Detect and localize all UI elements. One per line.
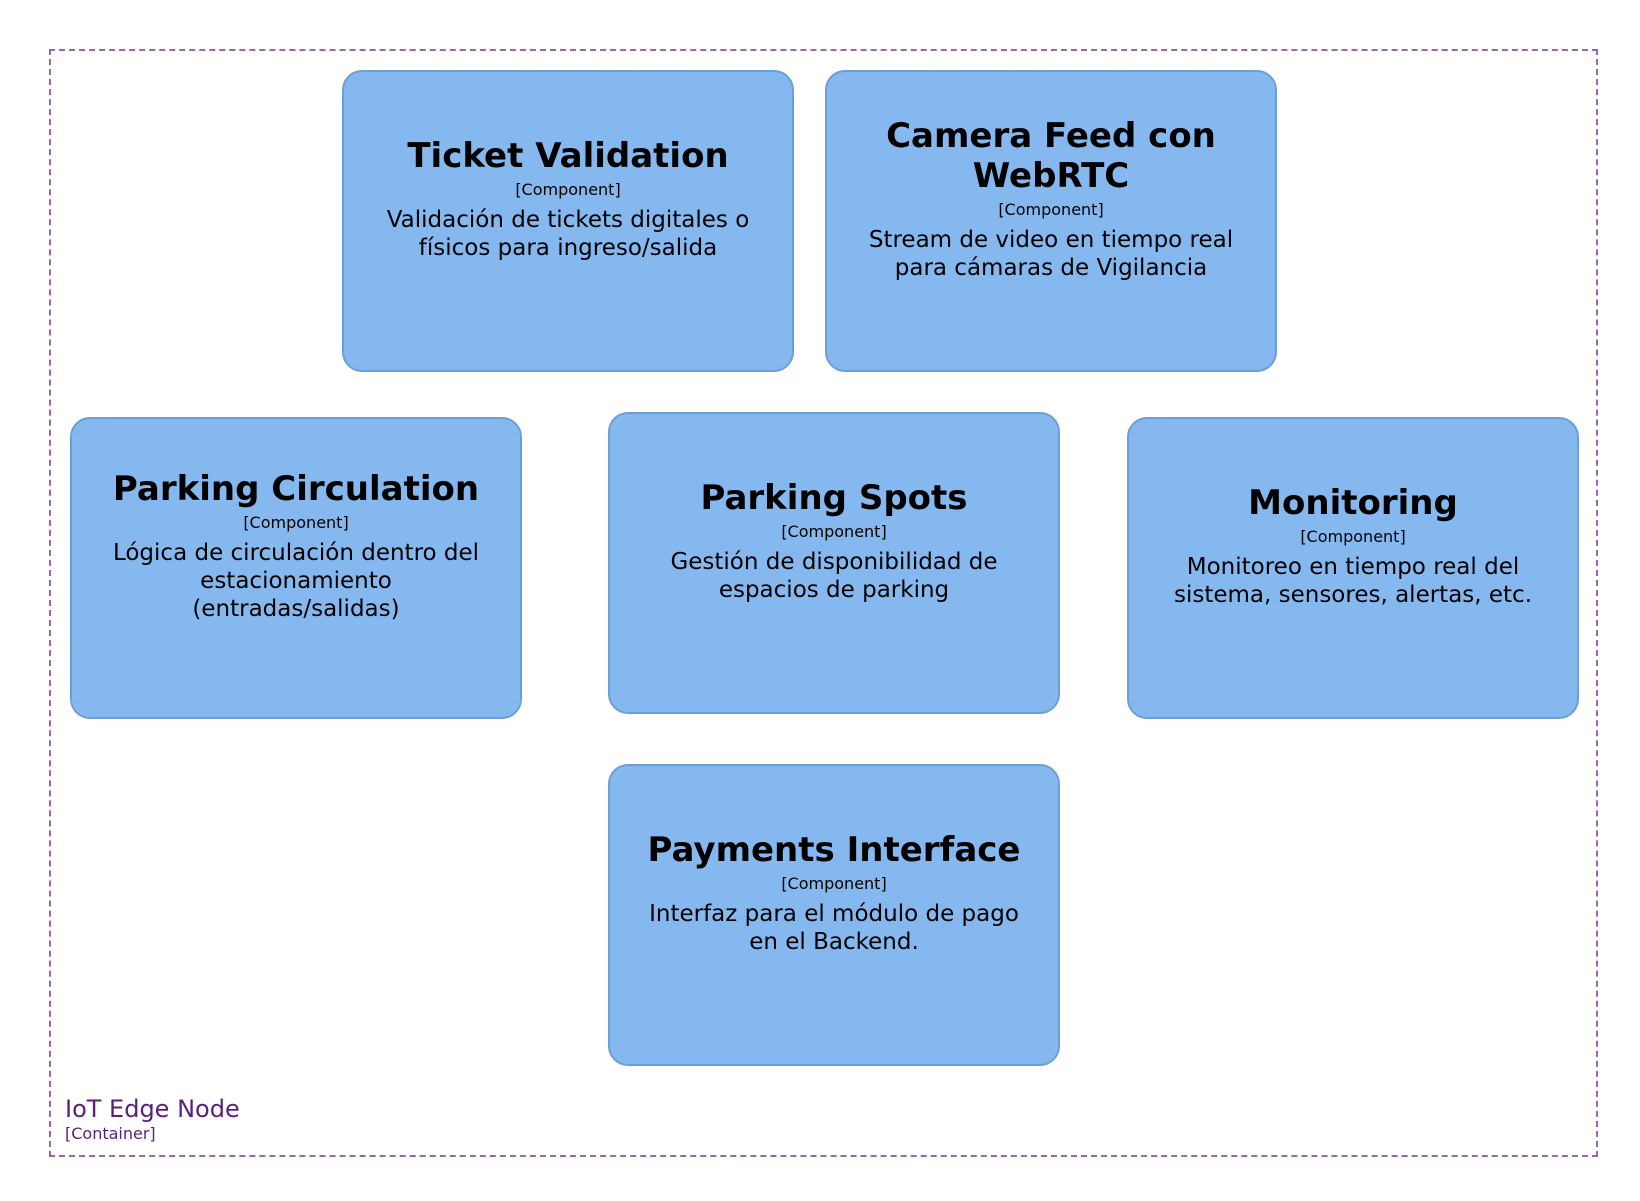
component-description: Validación de tickets digitales o físico… xyxy=(386,207,750,261)
component-title: Payments Interface xyxy=(647,830,1021,870)
component-type: [Component] xyxy=(781,522,887,541)
component-title: Monitoring xyxy=(1248,483,1458,523)
component-description: Stream de video en tiempo real para cáma… xyxy=(868,227,1234,281)
component-type: [Component] xyxy=(1300,527,1406,546)
component-description: Gestión de disponibilidad de espacios de… xyxy=(670,549,998,603)
component-monitoring[interactable]: Monitoring [Component] Monitoreo en tiem… xyxy=(1127,417,1579,719)
container-type: [Container] xyxy=(65,1124,156,1144)
component-payments-interface[interactable]: Payments Interface [Component] Interfaz … xyxy=(608,764,1060,1066)
component-parking-circulation[interactable]: Parking Circulation [Component] Lógica d… xyxy=(70,417,522,719)
component-title: Camera Feed con WebRTC xyxy=(886,116,1216,196)
component-description: Interfaz para el módulo de pago en el Ba… xyxy=(649,901,1019,955)
component-parking-spots[interactable]: Parking Spots [Component] Gestión de dis… xyxy=(608,412,1060,714)
component-description: Lógica de circulación dentro del estacio… xyxy=(112,540,480,622)
component-type: [Component] xyxy=(998,200,1104,219)
component-title: Ticket Validation xyxy=(407,136,729,176)
component-description: Monitoreo en tiempo real del sistema, se… xyxy=(1173,554,1533,608)
container-boundary xyxy=(49,49,1598,1157)
component-ticket-validation[interactable]: Ticket Validation [Component] Validación… xyxy=(342,70,794,372)
container-label: IoT Edge Node [Container] xyxy=(65,1096,240,1143)
component-title: Parking Circulation xyxy=(112,469,480,509)
component-type: [Component] xyxy=(515,180,621,199)
component-title: Parking Spots xyxy=(700,478,968,518)
component-type: [Component] xyxy=(781,874,887,893)
container-name: IoT Edge Node xyxy=(65,1095,240,1123)
component-type: [Component] xyxy=(243,513,349,532)
component-camera-feed[interactable]: Camera Feed con WebRTC [Component] Strea… xyxy=(825,70,1277,372)
